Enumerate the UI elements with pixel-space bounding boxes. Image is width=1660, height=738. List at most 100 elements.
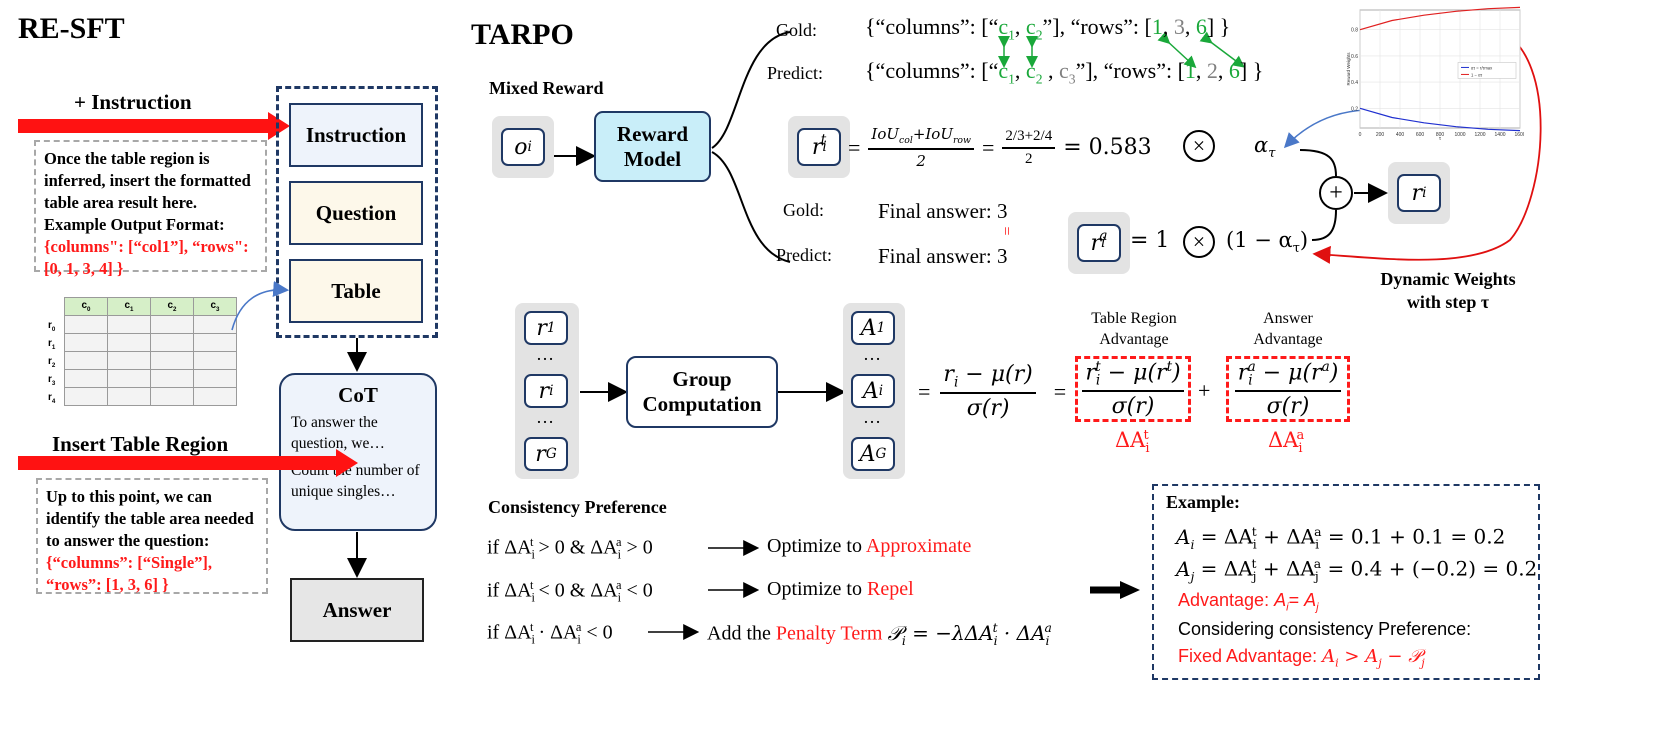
predict-label-2: Predict: — [776, 245, 832, 265]
cot-title: CoT — [338, 383, 378, 407]
table-region-adv-box: rit − μ(rt)σ(r) — [1075, 356, 1191, 422]
table-header: c0 — [64, 297, 108, 316]
gold-label-1: Gold: — [776, 20, 818, 40]
table-region-adv-label: Table Region Advantage — [1078, 308, 1190, 350]
match-arrow-row6 — [1199, 31, 1245, 68]
adv-label-line: Table Region — [1091, 310, 1177, 327]
chart-to-one-minus-alpha-arrow — [1312, 29, 1542, 264]
rule2-action: Optimize to Repel — [767, 578, 914, 600]
dynamic-weights-line: Dynamic Weights — [1380, 269, 1516, 289]
group-computation-box: Group Computation — [626, 356, 778, 428]
brace-top — [711, 31, 791, 149]
merge-top — [1299, 149, 1337, 177]
question-box: Question — [289, 181, 423, 245]
ra-value: = 1 — [1130, 228, 1170, 253]
table-to-box-arrow — [231, 281, 290, 331]
merge-bottom — [1311, 209, 1337, 241]
rule3-action: Add the Penalty Term 𝒫i = −λΔAit · ΔAia — [707, 620, 1052, 648]
chart-legend — [1457, 62, 1517, 79]
row-label: r4 — [48, 392, 56, 405]
times-circle-1: × — [1183, 130, 1215, 162]
reward-model-line: Reward — [616, 121, 689, 146]
chart-y-tick: 0.6 — [1351, 54, 1358, 60]
advantage-formula: = ri − μ(r)σ(r) = — [918, 362, 1067, 422]
reward-model-box: Reward Model — [594, 111, 711, 182]
chart-x-tick: 1400 — [1494, 132, 1505, 138]
alpha-label: ατ — [1254, 133, 1276, 162]
adv-label-line: Answer — [1263, 310, 1313, 327]
answer-adv-label: Answer Advantage — [1232, 308, 1344, 350]
normalized-reward: ri − μ(r)σ(r) — [940, 362, 1036, 421]
example-considering: Considering consistency Preference: — [1178, 619, 1472, 639]
table-header: c1 — [107, 297, 151, 316]
predict-label-1: Predict: — [767, 63, 823, 83]
example-arrow-head — [1120, 581, 1140, 599]
chart-series-line — [1359, 6, 1521, 31]
instruction-note-line: table area result here. — [44, 193, 198, 212]
chart-y-tick: 0.2 — [1351, 106, 1358, 112]
final-answer-pred: Final answer: 3 — [878, 244, 1008, 268]
instruction-arrow — [18, 119, 270, 133]
gold-label-2: Gold: — [783, 200, 825, 220]
insert-label: Insert Table Region — [52, 432, 229, 456]
instruction-note: Once the table region is inferred, inser… — [34, 140, 267, 278]
insert-note-red: {“columns”: [“Single”], — [46, 553, 213, 572]
instruction-note-line: Once the table region is — [44, 149, 210, 168]
a-ellipsis: … — [863, 344, 881, 364]
adv-plus: + — [1198, 378, 1211, 403]
group-computation-line: Group — [672, 367, 732, 391]
chart-x-tick: 200 — [1376, 132, 1385, 138]
chart-y-tick: 0.8 — [1351, 28, 1358, 34]
example-line1: Ai = ΔAit + ΔAia = 0.1 + 0.1 = 0.2 — [1176, 524, 1506, 552]
insert-note: Up to this point, we can identify the ta… — [36, 478, 268, 594]
adv-label-line: Advantage — [1253, 331, 1323, 348]
row-label: r2 — [48, 356, 56, 369]
plus-circle: + — [1319, 176, 1353, 210]
instruction-note-red: [0, 1, 3, 4] } — [44, 259, 124, 278]
chart-x-label: τ — [1439, 136, 1441, 142]
chart-y-tick: 0.4 — [1351, 80, 1358, 86]
insert-arrow-head — [336, 449, 358, 477]
answer-box: Answer — [290, 578, 424, 642]
mini-table: c0 c1 c2 c3 — [64, 297, 237, 406]
example-fixed: Fixed Advantage: Ai > Aj − 𝒫j — [1178, 646, 1425, 670]
chart-x-tick: 400 — [1396, 132, 1405, 138]
table-header: c3 — [193, 297, 237, 316]
insert-note-line: identify the table area needed — [46, 509, 254, 528]
dynamic-weights-chart: 020040060080010001200140016000.20.40.60.… — [1346, 6, 1524, 142]
rule1-action: Optimize to Approximate — [767, 535, 972, 557]
example-advantage: Advantage: Ai= Aj — [1178, 590, 1319, 614]
example-line2: Aj = ΔAjt + ΔAja = 0.4 + (−0.2) = 0.2 — [1176, 556, 1538, 584]
insert-note-line: Up to this point, we can — [46, 487, 212, 506]
row-label: r3 — [48, 374, 56, 387]
chart-to-alpha-arrow — [1283, 109, 1366, 149]
row-label: r0 — [48, 320, 56, 333]
instruction-note-line: inferred, insert the formatted — [44, 171, 251, 190]
insert-arrow — [18, 456, 338, 470]
chart-legend-label: ατ = τ/τmax — [1471, 65, 1493, 70]
rule1-condition: if ΔAit > 0 & ΔAia > 0 — [487, 535, 653, 562]
table-header: c2 — [150, 297, 194, 316]
delta-at-label: ΔAit — [1115, 428, 1150, 457]
a-ellipsis: … — [863, 407, 881, 427]
instruction-box: Instruction — [289, 103, 423, 167]
instruction-arrow-head — [268, 112, 290, 140]
adv-label-line: Advantage — [1099, 331, 1169, 348]
consistency-title: Consistency Preference — [488, 497, 667, 517]
pred-json: {“columns”: [“c1, c2 , c3”], “rows”: [1,… — [865, 58, 1264, 87]
input-container — [276, 86, 438, 338]
cot-box: CoT To answer the question, we… Count th… — [279, 373, 437, 531]
example-box: Example: Ai = ΔAit + ΔAia = 0.1 + 0.1 = … — [1152, 484, 1540, 680]
